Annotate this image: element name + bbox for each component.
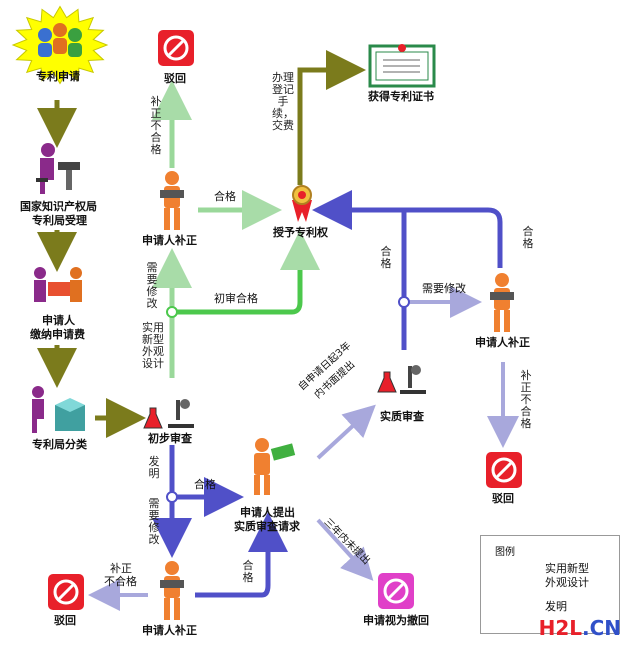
legend: 图例 实用新型 外观设计 发明 bbox=[480, 535, 620, 634]
node-withdrawn: 申请视为撤回 bbox=[363, 614, 429, 627]
applicant-bottom-icon bbox=[160, 561, 184, 620]
applicant-right-icon bbox=[490, 273, 514, 332]
edge-need-modify-right: 需要修改 bbox=[422, 282, 466, 295]
reject-top-icon bbox=[158, 30, 194, 66]
watermark-b: .CN bbox=[581, 616, 621, 640]
watermark-a: H2L bbox=[538, 616, 582, 640]
watermark: H2L.CN bbox=[539, 616, 621, 640]
olive-flow bbox=[37, 50, 366, 438]
classify-icon bbox=[32, 386, 85, 433]
certificate-icon bbox=[368, 44, 436, 88]
legend-green-line2: 外观设计 bbox=[545, 576, 589, 589]
reject-right-icon bbox=[486, 452, 522, 488]
blue-flow bbox=[88, 190, 519, 611]
node-certificate: 获得专利证书 bbox=[368, 90, 434, 103]
edge-unqualified-bottom-line2: 不合格 bbox=[104, 575, 137, 588]
cnipa-staff-icon bbox=[36, 143, 80, 194]
node-fee-line1: 申请人 bbox=[42, 314, 75, 327]
edge-utility-design: 实用新型外观设计 bbox=[142, 321, 164, 370]
edge-register-fee: 办理登记手续，交费 bbox=[272, 71, 294, 132]
applicant-top-icon bbox=[160, 171, 184, 230]
node-prelim: 初步审查 bbox=[148, 432, 192, 445]
node-correct-bottom: 申请人补正 bbox=[142, 624, 197, 637]
node-request-line2: 实质审查请求 bbox=[234, 520, 300, 533]
edge-unqualified-bottom-line1: 补正 bbox=[110, 562, 132, 575]
reject-left-icon bbox=[48, 574, 84, 610]
green-flow bbox=[152, 80, 320, 378]
node-correct-right: 申请人补正 bbox=[475, 336, 530, 349]
node-classify: 专利局分类 bbox=[32, 438, 87, 451]
applicant-request-icon bbox=[254, 438, 296, 495]
substantive-lab-icon bbox=[377, 365, 426, 394]
edge-need-modify-left: 需要修改 bbox=[146, 261, 158, 310]
node-correct-top: 申请人补正 bbox=[142, 234, 197, 247]
legend-green-line1: 实用新型 bbox=[545, 562, 589, 575]
edge-unqualified-top: 补正不合格 bbox=[150, 95, 162, 156]
node-reject-left: 驳回 bbox=[54, 614, 76, 627]
edge-qualified-mid: 合格 bbox=[380, 245, 392, 270]
node-apply: 专利申请 bbox=[36, 70, 80, 83]
legend-blue-label: 发明 bbox=[545, 600, 567, 613]
grant-medal-icon bbox=[292, 185, 312, 222]
edge-qualified-right: 合格 bbox=[522, 225, 534, 250]
edge-prelim-pass: 初审合格 bbox=[214, 292, 258, 305]
pay-fee-icon bbox=[34, 267, 82, 302]
node-reject-right: 驳回 bbox=[492, 492, 514, 505]
edge-qualified-bottom-h: 合格 bbox=[194, 478, 216, 491]
withdrawn-icon bbox=[378, 573, 414, 609]
edge-unqualified-right: 补正不合格 bbox=[520, 369, 532, 430]
node-substantive: 实质审查 bbox=[380, 410, 424, 423]
apply-starburst-icon bbox=[11, 5, 109, 85]
edge-qualified-top: 合格 bbox=[214, 190, 236, 203]
node-request-line1: 申请人提出 bbox=[240, 506, 295, 519]
node-cnipa-line2: 专利局受理 bbox=[32, 214, 87, 227]
legend-title: 图例 bbox=[495, 547, 515, 558]
edge-qualified-bottom-v: 合格 bbox=[242, 559, 254, 584]
prelim-lab-icon bbox=[143, 399, 194, 429]
node-cnipa-line1: 国家知识产权局 bbox=[20, 200, 97, 213]
node-grant: 授予专利权 bbox=[273, 226, 328, 239]
edge-need-modify-bottom: 需要修改 bbox=[148, 497, 160, 546]
node-fee-line2: 缴纳申请费 bbox=[30, 328, 85, 341]
node-reject-top: 驳回 bbox=[164, 72, 186, 85]
edge-invention: 发明 bbox=[148, 455, 160, 480]
